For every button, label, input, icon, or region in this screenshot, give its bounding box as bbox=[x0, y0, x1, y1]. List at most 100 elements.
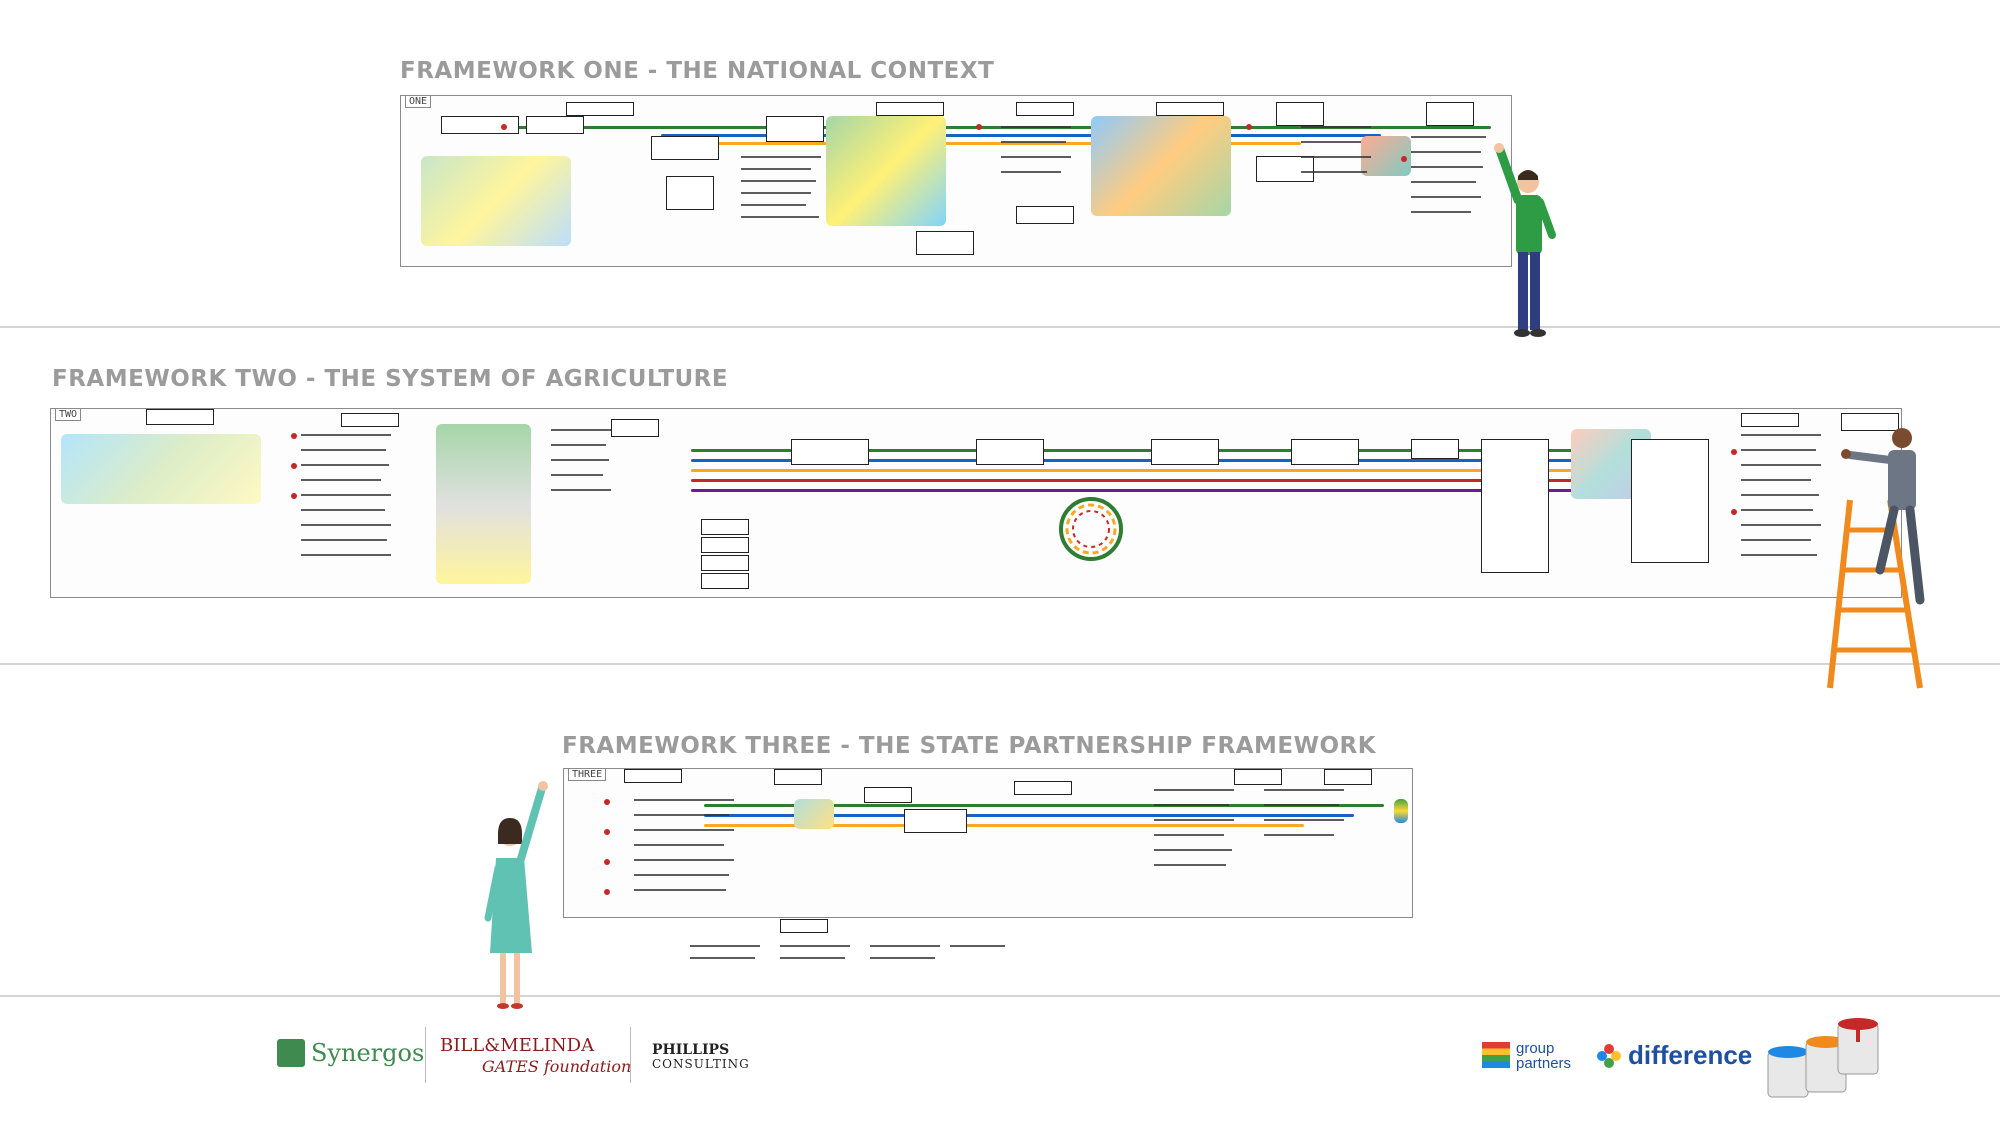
text-line bbox=[780, 945, 850, 947]
bullet-dot bbox=[1246, 124, 1252, 130]
node-box bbox=[651, 136, 719, 160]
illustration-partnership bbox=[794, 799, 834, 829]
text-line bbox=[1264, 834, 1334, 836]
group-partners-stripes-icon bbox=[1482, 1042, 1510, 1068]
illustration-agriculture bbox=[421, 156, 571, 246]
text-line bbox=[1411, 196, 1481, 198]
text-line bbox=[301, 479, 381, 481]
phillips-logo-line1: PHILLIPS bbox=[652, 1042, 730, 1058]
text-line bbox=[690, 957, 755, 959]
flow-line bbox=[691, 469, 1691, 472]
framework-three-subtree bbox=[690, 915, 1010, 985]
node-box bbox=[441, 116, 519, 134]
node-box bbox=[1291, 439, 1359, 465]
text-line bbox=[301, 554, 391, 556]
difference-pinwheel-icon bbox=[1597, 1044, 1621, 1068]
text-line bbox=[1411, 211, 1471, 213]
text-line bbox=[1741, 554, 1817, 556]
phillips-logo-line2: CONSULTING bbox=[652, 1057, 750, 1071]
node-box bbox=[1016, 102, 1074, 116]
text-line bbox=[1264, 804, 1339, 806]
text-line bbox=[1154, 819, 1234, 821]
text-line bbox=[1741, 434, 1821, 436]
node-box bbox=[1234, 769, 1282, 785]
bullet-dot bbox=[291, 493, 297, 499]
text-line bbox=[634, 844, 724, 846]
text-line bbox=[1154, 864, 1226, 866]
text-line bbox=[690, 945, 760, 947]
node-box bbox=[526, 116, 584, 134]
text-line bbox=[1411, 166, 1483, 168]
text-line bbox=[301, 464, 389, 466]
text-line bbox=[1154, 789, 1234, 791]
node-box bbox=[1014, 781, 1072, 795]
text-line bbox=[1741, 539, 1811, 541]
text-line bbox=[634, 799, 734, 801]
illustration-tornado bbox=[436, 424, 531, 584]
text-line bbox=[301, 539, 387, 541]
text-line bbox=[1001, 126, 1071, 128]
paint-cans-icon bbox=[1767, 1018, 1879, 1098]
man-pointing-figure bbox=[1494, 143, 1556, 337]
woman-pointing-figure bbox=[484, 781, 548, 1009]
bullet-dot bbox=[1731, 449, 1737, 455]
text-line bbox=[551, 489, 611, 491]
text-line bbox=[1001, 141, 1066, 143]
text-line bbox=[301, 449, 386, 451]
illustration-national-context bbox=[826, 116, 946, 226]
node-box bbox=[774, 769, 822, 785]
text-line bbox=[1741, 449, 1816, 451]
text-line bbox=[1154, 804, 1229, 806]
text-line bbox=[1301, 171, 1367, 173]
node-box bbox=[1841, 413, 1899, 431]
text-line bbox=[741, 192, 811, 194]
framework-one-tag: ONE bbox=[405, 96, 432, 108]
framework-two-panel: TWO bbox=[50, 408, 1902, 598]
flow-line bbox=[704, 814, 1354, 817]
text-line bbox=[634, 814, 729, 816]
text-line bbox=[1154, 849, 1232, 851]
text-line bbox=[634, 859, 734, 861]
bullet-dot bbox=[501, 124, 507, 130]
group-partners-line1: group bbox=[1516, 1040, 1555, 1057]
framework-one-title: FRAMEWORK ONE - THE NATIONAL CONTEXT bbox=[400, 58, 995, 84]
text-line bbox=[1741, 509, 1813, 511]
difference-wordmark: difference bbox=[1628, 1040, 1753, 1070]
node-box bbox=[766, 116, 824, 142]
text-line bbox=[634, 889, 726, 891]
ladder-man-figure bbox=[1827, 428, 1925, 689]
text-line bbox=[741, 168, 811, 170]
text-line bbox=[301, 524, 391, 526]
text-line bbox=[741, 204, 806, 206]
node-box bbox=[976, 439, 1044, 465]
flow-line bbox=[691, 479, 1591, 482]
text-line bbox=[870, 957, 935, 959]
text-line bbox=[1741, 464, 1821, 466]
bullet-dot bbox=[291, 463, 297, 469]
bullet-dot bbox=[604, 799, 610, 805]
node-box bbox=[1016, 206, 1074, 224]
text-line bbox=[780, 957, 845, 959]
node-box bbox=[701, 519, 749, 535]
text-line bbox=[1001, 171, 1061, 173]
text-line bbox=[551, 474, 603, 476]
logo-separator bbox=[425, 1027, 426, 1083]
synergos-mark-icon bbox=[277, 1039, 305, 1067]
text-line bbox=[1301, 141, 1361, 143]
cycle-diagram bbox=[1059, 497, 1123, 561]
framework-three-tag: THREE bbox=[568, 769, 607, 781]
illustration-globe bbox=[1091, 116, 1231, 216]
bullet-dot bbox=[291, 433, 297, 439]
flow-line bbox=[704, 824, 1304, 827]
phillips-consulting-logo: PHILLIPS CONSULTING bbox=[652, 1042, 752, 1074]
gates-foundation-logo: BILL&MELINDA GATES foundation bbox=[440, 1035, 631, 1081]
group-partners-logo: group partners bbox=[1482, 1040, 1582, 1072]
node-box bbox=[1426, 102, 1474, 126]
bullet-dot bbox=[1401, 156, 1407, 162]
text-line bbox=[1264, 789, 1344, 791]
node-box bbox=[1324, 769, 1372, 785]
divider-1 bbox=[0, 326, 2000, 328]
node-box bbox=[146, 409, 214, 425]
framework-three-title: FRAMEWORK THREE - THE STATE PARTNERSHIP … bbox=[562, 733, 1377, 759]
logo-separator bbox=[630, 1027, 631, 1083]
